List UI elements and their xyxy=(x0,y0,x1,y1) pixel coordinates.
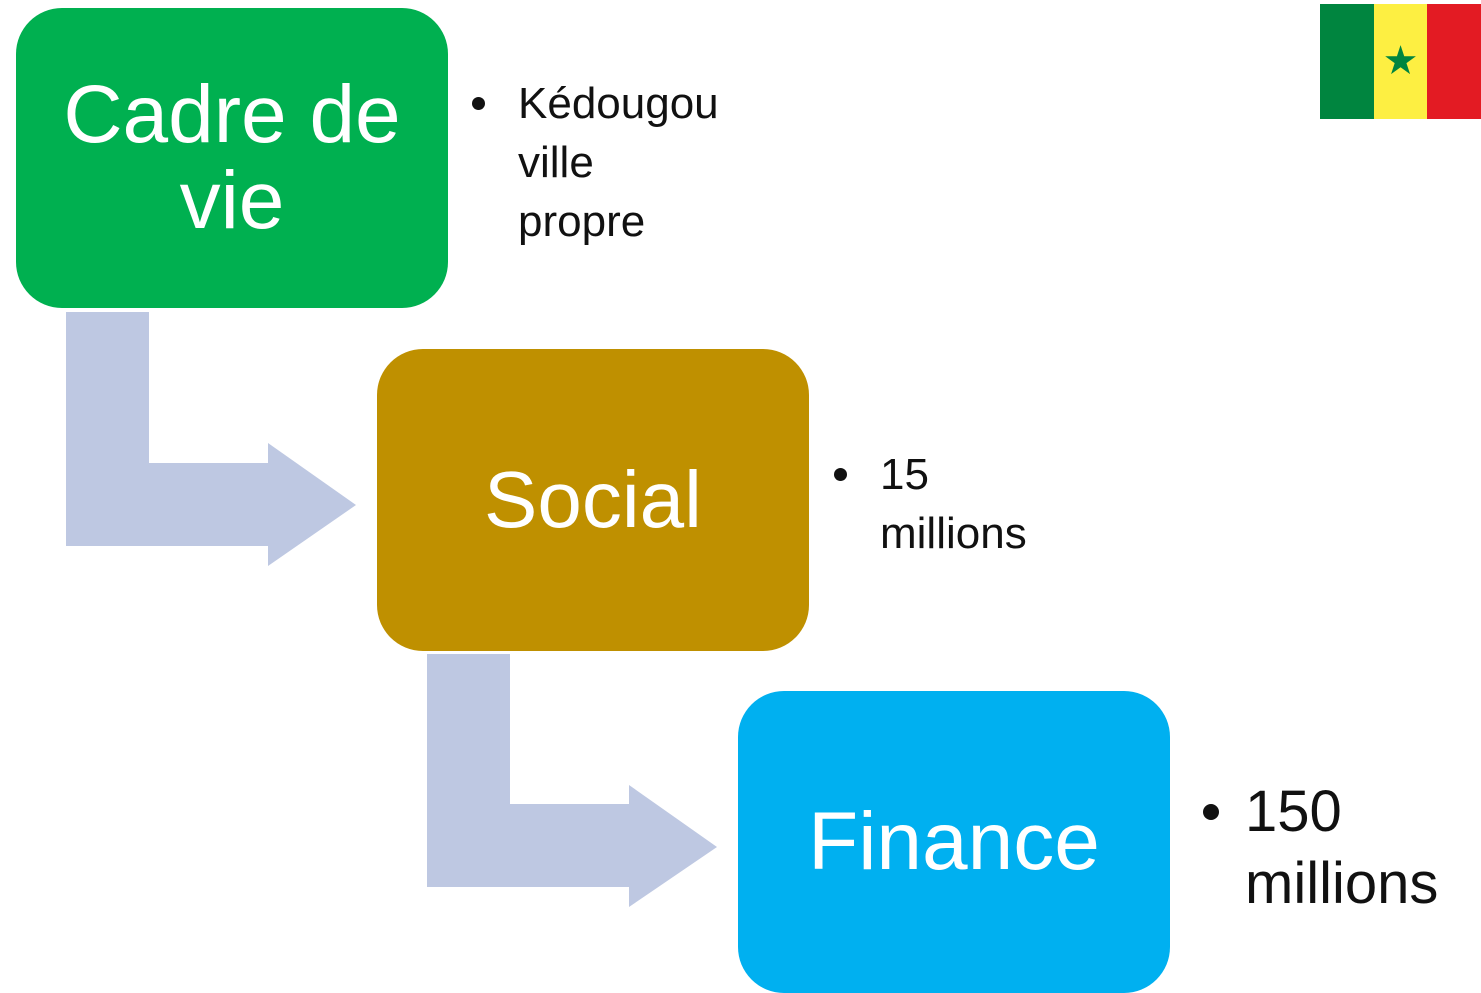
bullet-dot-icon xyxy=(834,468,847,481)
step-label-cadre-de-vie: Cadre de vie xyxy=(63,68,401,246)
senegal-flag-icon: ★ xyxy=(1320,4,1481,119)
flag-stripe-yellow xyxy=(1373,4,1428,119)
detail-text-cadre-de-vie: Kédougou ville propre xyxy=(518,79,719,246)
step-label-finance: Finance xyxy=(808,795,1100,887)
step-box-finance: Finance xyxy=(738,691,1170,993)
detail-bullet-social: 15 millions xyxy=(834,445,1094,563)
detail-text-social: 15 millions xyxy=(880,450,1027,558)
bullet-dot-icon xyxy=(1203,804,1219,820)
step-box-social: Social xyxy=(377,349,809,651)
connector-arrow-cadre-to-social xyxy=(66,312,356,566)
flag-stripe-red xyxy=(1427,4,1481,119)
connector-arrow-social-to-finance xyxy=(427,654,717,907)
detail-text-finance: 150 millions xyxy=(1245,779,1439,916)
flag-stripe-green xyxy=(1320,4,1374,119)
bullet-dot-icon xyxy=(472,97,485,110)
step-box-cadre-de-vie: Cadre de vie xyxy=(16,8,448,308)
step-label-social: Social xyxy=(484,455,702,544)
flag-star-icon: ★ xyxy=(1382,37,1419,84)
detail-bullet-cadre-de-vie: Kédougou ville propre xyxy=(472,74,772,251)
detail-bullet-finance: 150 millions xyxy=(1203,776,1473,920)
